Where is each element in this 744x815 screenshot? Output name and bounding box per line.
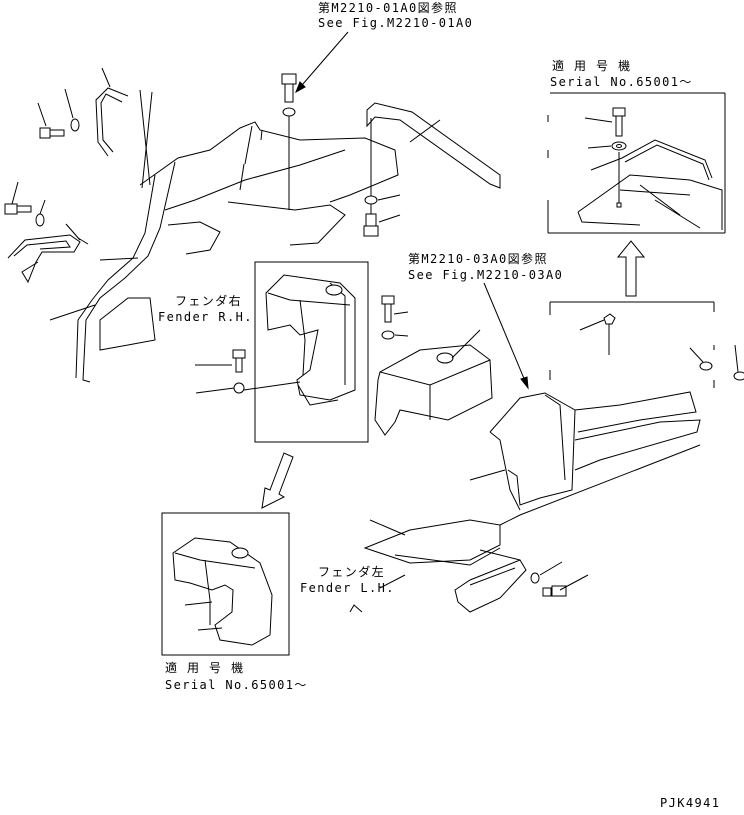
inset-top-right-parts [577, 107, 723, 230]
box-left-bolt [195, 349, 246, 394]
down-arrow [261, 452, 294, 509]
inset-top-right-en: Serial No.65001〜 [550, 75, 693, 89]
ref-top-jp: 第M2210-01A0図参照 [318, 0, 458, 15]
fender-rh-en: Fender R.H. [158, 310, 253, 324]
ref-arrow-top [295, 31, 349, 94]
bracket-box [243, 261, 369, 443]
page-code: PJK4941 [660, 796, 720, 810]
inset-top-right-jp: 適 用 号 機 [552, 58, 631, 73]
inset-bottom-left-en: Serial No.65001〜 [165, 678, 308, 692]
fender-lh-en: Fender L.H. [300, 581, 395, 595]
ref-arrow-mid [483, 282, 529, 390]
fender-rh-assembly [4, 67, 399, 383]
inset-top-right-box [547, 92, 726, 234]
fender-rh-jp: フェンダ右 [175, 293, 242, 308]
up-arrow [616, 240, 646, 297]
fender-lh-assembly [349, 391, 701, 613]
center-right-bracket [374, 295, 493, 436]
inset-bottom-left-jp: 適 用 号 機 [165, 660, 244, 675]
fender-lh-jp: フェンダ左 [318, 564, 385, 579]
ref-mid-en: See Fig.M2210-03A0 [408, 268, 563, 282]
mid-right-box [549, 301, 744, 388]
ref-top-en: See Fig.M2210-01A0 [318, 16, 473, 30]
ref-mid-jp: 第M2210-03A0図参照 [408, 251, 548, 266]
top-center-parts [281, 73, 501, 237]
inset-bottom-left-box [161, 512, 290, 656]
